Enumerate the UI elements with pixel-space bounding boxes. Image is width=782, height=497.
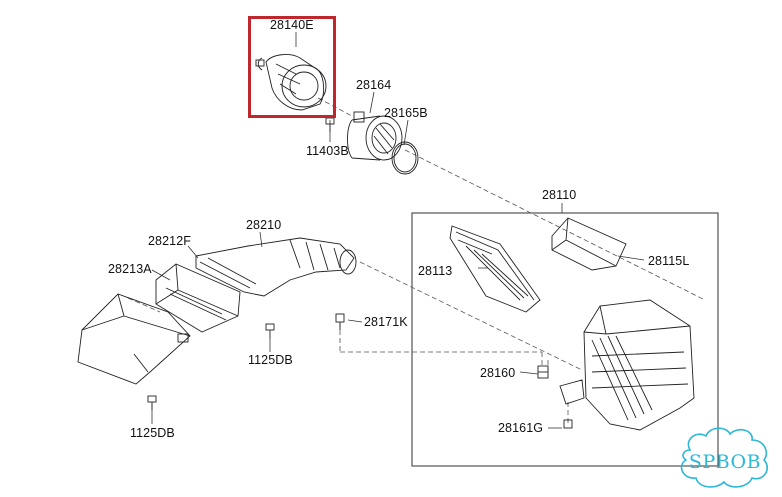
callout-28212F: 28212F — [148, 234, 191, 248]
callout-28140E: 28140E — [270, 18, 314, 32]
part-28113-drawing — [449, 225, 541, 313]
part-28140E-drawing — [255, 54, 327, 111]
part-28164-drawing — [347, 111, 403, 161]
callout-28165B: 28165B — [384, 106, 428, 120]
callout-11403B: 11403B — [306, 144, 349, 158]
part-28160-drawing — [537, 365, 549, 379]
watermark-cloud — [680, 427, 768, 488]
part-28115L-drawing — [551, 217, 627, 271]
bolt-1125DB-lower-drawing — [147, 395, 157, 410]
air-cleaner-assembly-box — [411, 212, 719, 467]
part-28110-drawing — [559, 299, 695, 431]
bolt-28171K-drawing — [335, 313, 345, 330]
callout-28110: 28110 — [542, 188, 577, 202]
part-11403B-drawing — [325, 117, 335, 132]
callout-28213A: 28213A — [108, 262, 152, 276]
part-28165B-drawing — [391, 141, 419, 175]
part-28212F-drawing — [155, 263, 241, 333]
callout-28161G: 28161G — [498, 421, 544, 435]
leader-lines — [151, 32, 645, 429]
callout-28160: 28160 — [480, 366, 516, 380]
highlight-box-28140E — [248, 16, 336, 118]
callout-28115L: 28115L — [648, 254, 690, 268]
callout-1125DB-lower: 1125DB — [130, 426, 175, 440]
callout-28210: 28210 — [246, 218, 282, 232]
callout-28164: 28164 — [356, 78, 392, 92]
watermark-logo: SPBOB — [688, 451, 762, 473]
guide-lines — [127, 97, 706, 424]
callout-28113: 28113 — [418, 264, 453, 278]
callout-28171K: 28171K — [364, 315, 408, 329]
part-28210-drawing — [195, 237, 357, 297]
bolt-1125DB-upper-drawing — [265, 323, 275, 338]
callout-1125DB-upper: 1125DB — [248, 353, 293, 367]
part-28213A-drawing — [77, 293, 191, 385]
